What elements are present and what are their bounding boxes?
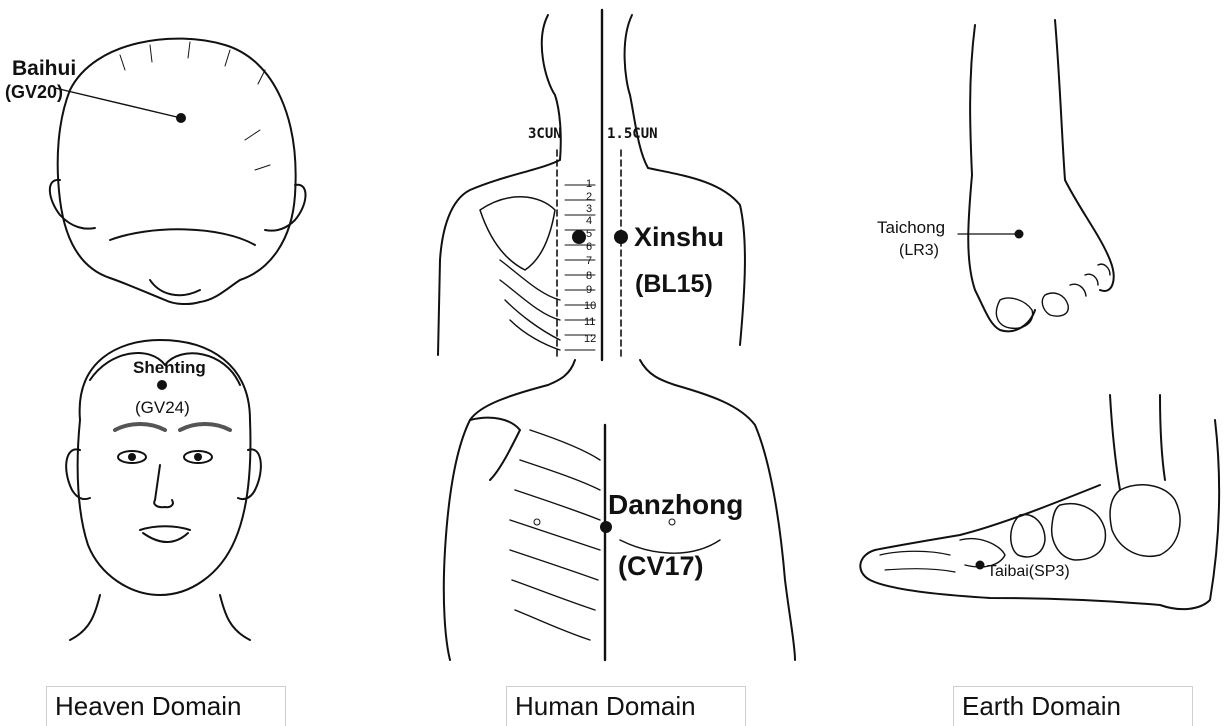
vertebra-label: 7 xyxy=(586,256,592,267)
baihui-point xyxy=(176,113,186,123)
taichong-name: Taichong xyxy=(877,219,945,236)
xinshu-name: Xinshu xyxy=(634,224,724,251)
human-domain-caption: Human Domain xyxy=(506,686,746,726)
baihui-name: Baihui xyxy=(12,58,76,79)
shenting-point xyxy=(157,380,167,390)
xinshu-point xyxy=(614,230,628,244)
vertebra-label: 2 xyxy=(586,192,592,203)
vertebra-label: 12 xyxy=(584,334,596,345)
shenting-code: (GV24) xyxy=(135,399,190,416)
vertebra-label: 5 xyxy=(586,229,592,240)
measure-3cun-label: 3CUN xyxy=(528,127,562,141)
shenting-name: Shenting xyxy=(133,359,206,376)
heaven-domain-caption: Heaven Domain xyxy=(46,686,286,726)
taibai-point xyxy=(976,561,985,570)
xinshu-code: (BL15) xyxy=(635,272,713,297)
head-top-drawing xyxy=(50,39,306,304)
danzhong-code: (CV17) xyxy=(618,553,704,580)
vertebra-label: 11 xyxy=(584,317,595,328)
taibai-label: Taibai(SP3) xyxy=(987,564,1070,580)
chest-drawing xyxy=(444,385,795,660)
vertebra-label: 10 xyxy=(584,301,596,312)
foot-top-drawing xyxy=(968,20,1113,331)
danzhong-name: Danzhong xyxy=(608,491,743,519)
baihui-leader-line xyxy=(55,88,181,118)
vertebra-label: 3 xyxy=(586,204,592,215)
baihui-code: (GV20) xyxy=(5,83,63,101)
taichong-point xyxy=(1015,230,1024,239)
vertebra-label: 4 xyxy=(586,216,592,227)
vertebra-label: 9 xyxy=(586,285,592,296)
danzhong-point xyxy=(600,521,612,533)
earth-domain-caption: Earth Domain xyxy=(953,686,1193,726)
taichong-code: (LR3) xyxy=(899,243,939,259)
vertebra-label: 6 xyxy=(586,242,592,253)
vertebra-label: 1 xyxy=(586,179,592,190)
spine-t5-point xyxy=(572,230,586,244)
vertebra-label: 8 xyxy=(586,271,592,282)
measure-1-5cun-label: 1.5CUN xyxy=(607,127,658,141)
